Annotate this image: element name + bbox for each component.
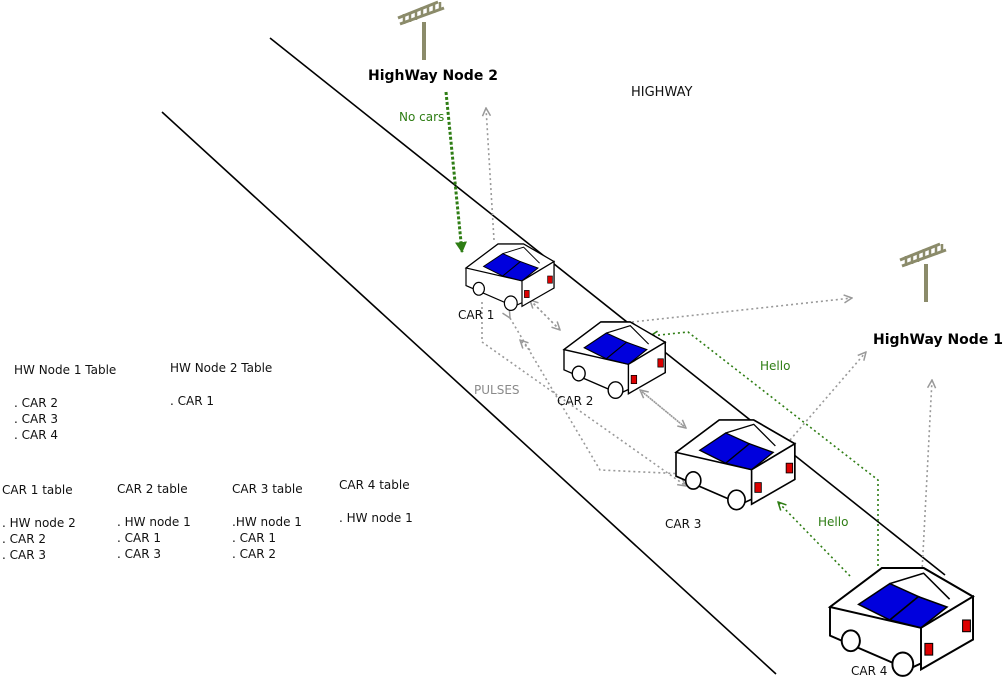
car-1-icon	[465, 243, 555, 311]
hello-message-car3: Hello	[818, 515, 849, 529]
no-cars-message: No cars	[399, 110, 445, 124]
table-row: . CAR 3	[117, 547, 162, 561]
table-row: . HW node 2	[2, 516, 76, 530]
car4-table: CAR 4 table . HW node 1	[339, 478, 413, 526]
table-title: CAR 2 table	[117, 482, 188, 496]
hello-car3-arrow	[778, 502, 851, 577]
highway-edge-lower	[161, 111, 777, 675]
highway-label: HIGHWAY	[631, 85, 693, 100]
car-3-icon	[675, 419, 796, 511]
hw-node1-table: HW Node 1 Table . CAR 2 . CAR 3 . CAR 4	[14, 363, 116, 443]
car-1-label: CAR 1	[458, 308, 495, 322]
table-row: . HW node 1	[117, 515, 191, 529]
car2-table: CAR 2 table . HW node 1 . CAR 1 . CAR 3	[117, 482, 191, 562]
highway-edge-upper	[269, 37, 946, 576]
highway-node-2-label: HighWay Node 2	[368, 68, 498, 84]
no-cars-arrow	[444, 91, 467, 253]
table-row: . CAR 2	[232, 547, 277, 561]
antenna-icon	[396, 0, 446, 62]
car-4-label: CAR 4	[851, 664, 888, 678]
table-row: . CAR 4	[14, 428, 59, 442]
car-3-label: CAR 3	[665, 517, 702, 531]
hello-message-node1: Hello	[760, 359, 791, 373]
car1-table: CAR 1 table . HW node 2 . CAR 2 . CAR 3	[2, 483, 76, 563]
pulse-arrows	[481, 108, 932, 573]
hello-node1-arrow	[650, 332, 879, 566]
table-row: .HW node 1	[232, 515, 302, 529]
table-title: CAR 4 table	[339, 478, 410, 492]
table-row: . CAR 1	[170, 394, 215, 408]
table-row: . CAR 3	[14, 412, 59, 426]
table-title: HW Node 1 Table	[14, 363, 117, 377]
car3-table: CAR 3 table .HW node 1 . CAR 1 . CAR 2	[232, 482, 303, 562]
table-row: . CAR 3	[2, 548, 47, 562]
table-row: . CAR 2	[14, 396, 59, 410]
table-row: . CAR 2	[2, 532, 47, 546]
hw-node2-table: HW Node 2 Table . CAR 1	[170, 361, 272, 409]
car-4-icon	[829, 567, 974, 677]
highway-node-1-label: HighWay Node 1	[873, 332, 1003, 348]
car-2-label: CAR 2	[557, 394, 594, 408]
pulses-label: PULSES	[474, 383, 520, 397]
car-2-icon	[563, 321, 666, 400]
table-row: . HW node 1	[339, 511, 413, 525]
table-title: HW Node 2 Table	[170, 361, 273, 375]
table-row: . CAR 1	[232, 531, 277, 545]
antenna-icon	[898, 242, 948, 304]
table-row: . CAR 1	[117, 531, 162, 545]
table-title: CAR 3 table	[232, 482, 303, 496]
table-title: CAR 1 table	[2, 483, 73, 497]
